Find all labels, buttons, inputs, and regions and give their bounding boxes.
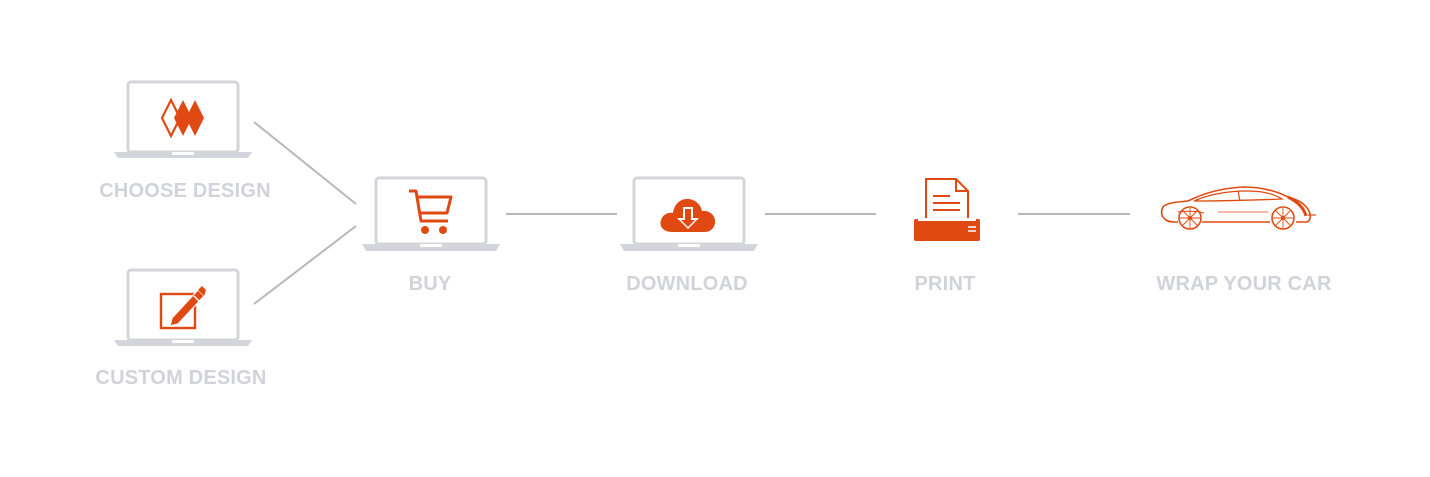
- step-label-download: DOWNLOAD: [626, 273, 748, 295]
- cloud-download-icon: [660, 198, 716, 232]
- printer-icon: [914, 178, 980, 241]
- shopping-cart-icon: [409, 189, 453, 234]
- laptop-icon: [362, 176, 500, 251]
- step-label-wrap-your-car: WRAP YOUR CAR: [1156, 273, 1332, 295]
- connector-custom-to-buy: [253, 225, 357, 305]
- connector-choose-to-buy: [253, 121, 357, 205]
- laptop-icon: [620, 176, 758, 251]
- edit-pen-icon: [159, 286, 206, 330]
- step-label-buy: BUY: [408, 273, 452, 295]
- diamond-pattern-icon: [160, 98, 204, 138]
- laptop-icon: [114, 268, 252, 346]
- car-icon: [1160, 186, 1316, 230]
- laptop-icon: [114, 80, 252, 158]
- step-label-choose-design: CHOOSE DESIGN: [99, 180, 271, 202]
- step-label-custom-design: CUSTOM DESIGN: [95, 367, 267, 389]
- step-label-print: PRINT: [914, 273, 976, 295]
